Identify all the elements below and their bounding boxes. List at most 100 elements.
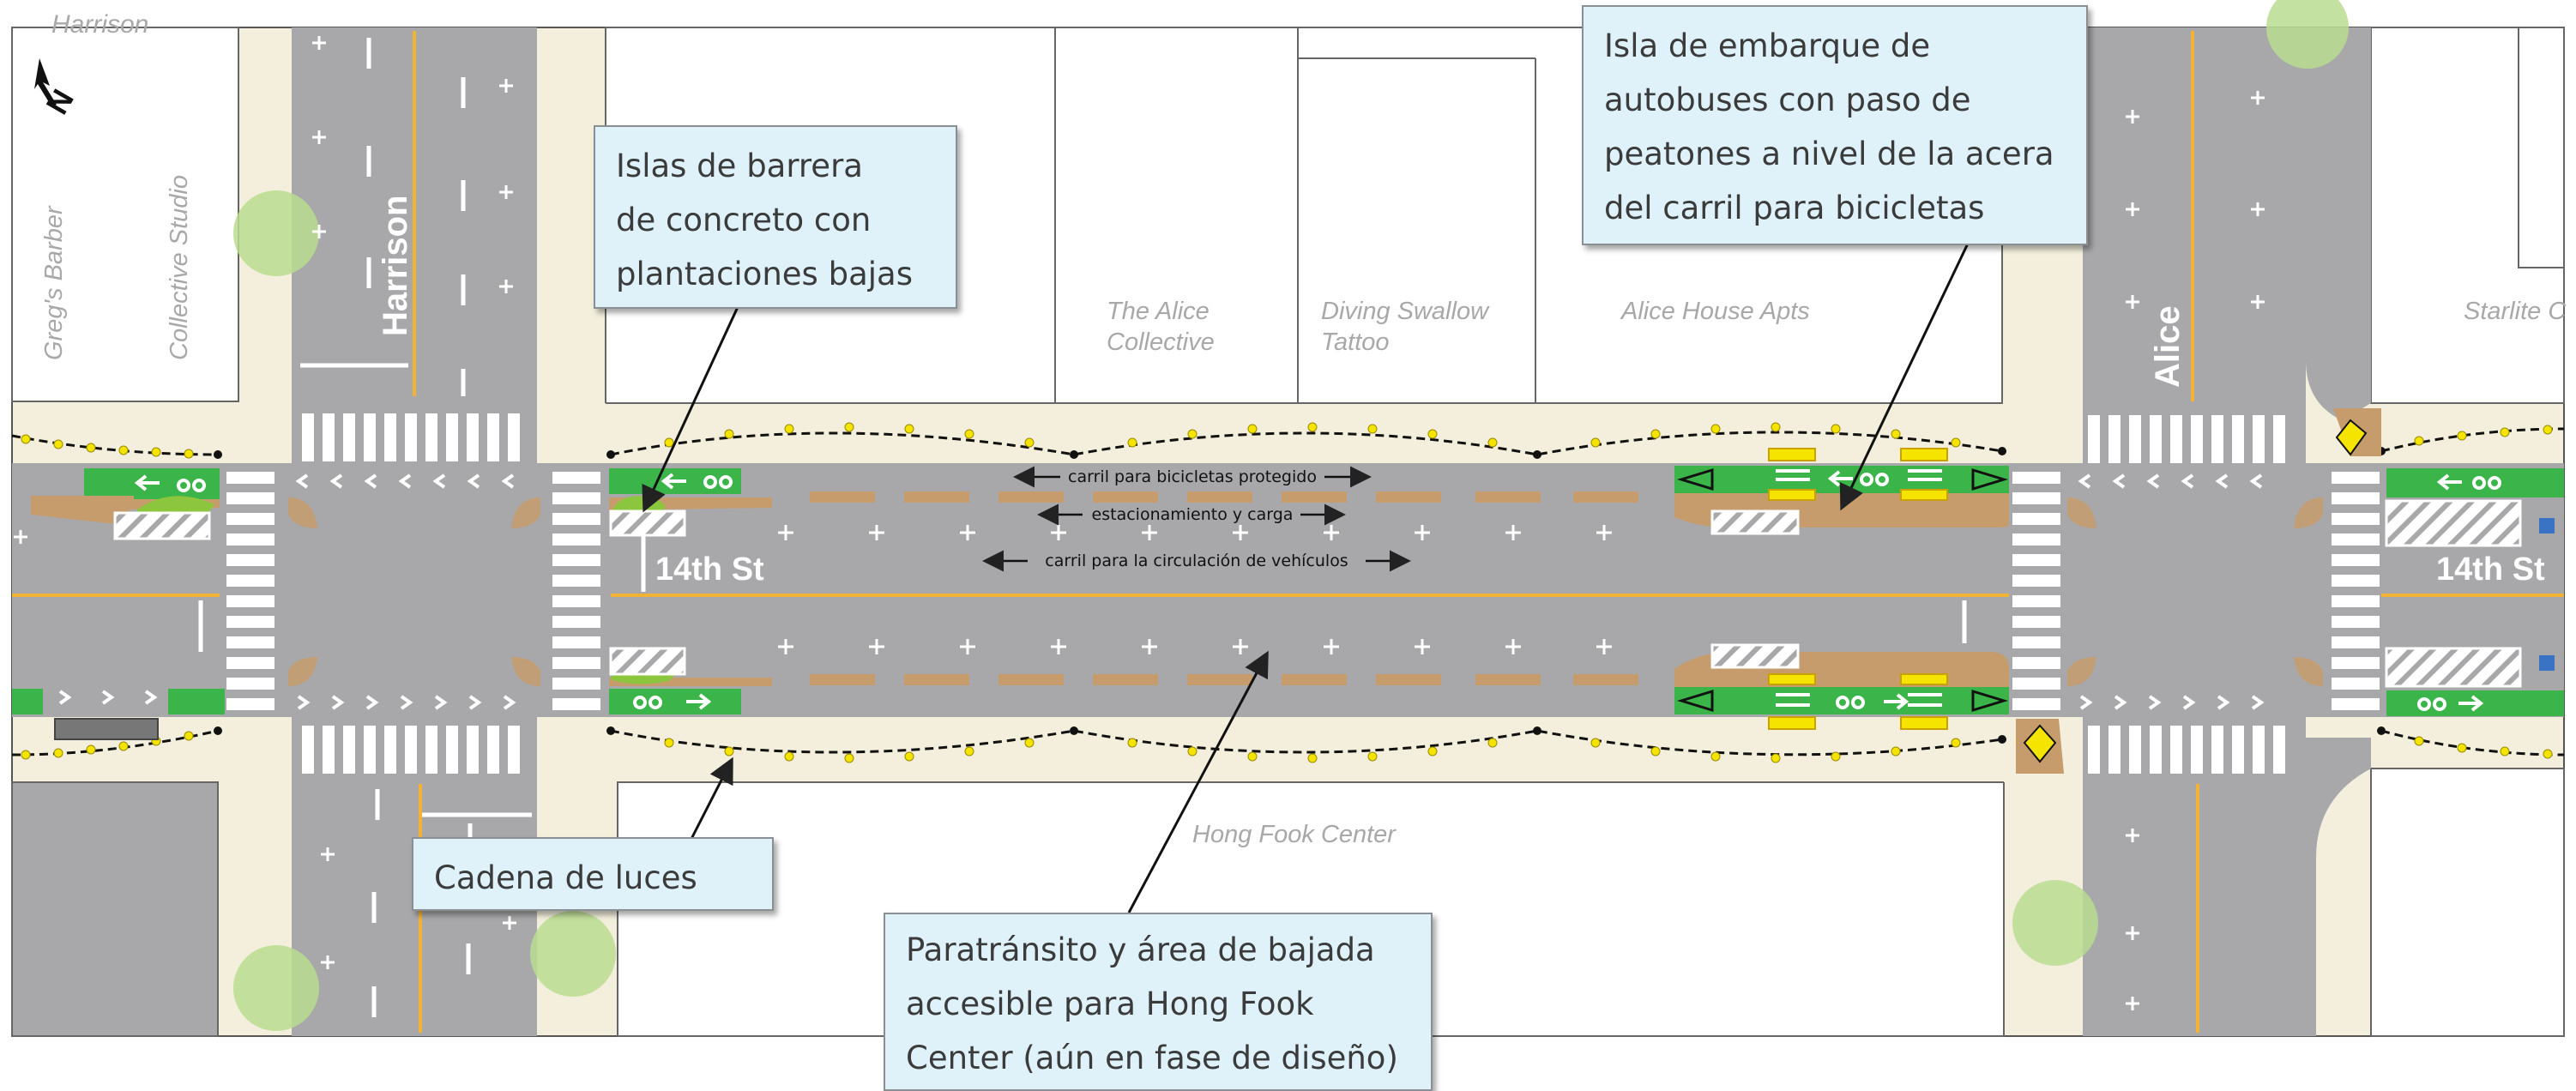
light-pole: [1070, 726, 1078, 735]
light-bulb: [21, 434, 31, 444]
light-pole: [1070, 450, 1078, 459]
callout-line: Isla de embarque de: [1604, 27, 1931, 64]
tree: [2012, 880, 2098, 966]
light-bulb: [724, 746, 734, 756]
light-bulb: [1127, 437, 1137, 448]
tree: [530, 911, 616, 997]
light-bulb: [1187, 746, 1198, 756]
light-bulb: [1710, 424, 1721, 434]
bike-chevron-icon: [2146, 473, 2160, 489]
light-bulb: [1710, 751, 1721, 762]
accessible-parking-icon: [2539, 655, 2555, 671]
light-bulb: [664, 437, 674, 448]
bike-chevron-icon: [331, 695, 345, 710]
callout-line: plantaciones bajas: [616, 256, 913, 292]
hatch-buffer: [609, 509, 686, 537]
yield-triangle: [1971, 467, 2009, 491]
bike-arrow-icon: [2436, 473, 2462, 491]
callout-line: Islas de barrera: [616, 148, 863, 184]
light-bulb: [1307, 422, 1318, 432]
bike-chevron-icon: [2078, 473, 2091, 489]
bike-chevron-icon: [467, 473, 480, 489]
light-bulb: [1771, 753, 1781, 763]
callout-light-chain: Cadena de luces: [412, 837, 774, 911]
light-bulb: [53, 439, 63, 449]
light-pole: [1998, 735, 2006, 744]
bike-arrow-icon: [2458, 695, 2484, 712]
callout-leader-paratransit: [1127, 650, 1269, 913]
callout-barrier-islands: Islas de barrera de concreto con plantac…: [594, 125, 957, 309]
light-bulb: [86, 443, 96, 453]
corner-wedge: [288, 497, 317, 528]
light-pole: [214, 726, 222, 735]
callout-line: Center (aún en fase de diseño): [906, 1040, 1398, 1076]
lane-label-vehicle: carril para la circulación de vehículos: [1045, 552, 1348, 570]
callout-line: autobuses con paso de: [1604, 81, 1971, 118]
bus-stop-marking: [1768, 716, 1816, 730]
building-label-alice-collective: The Alice: [1107, 298, 1210, 325]
bike-chevron-icon: [434, 695, 448, 710]
light-bulb: [2457, 743, 2467, 753]
light-bulb: [2414, 736, 2424, 746]
corner-wedge: [2067, 657, 2096, 686]
light-bulb: [118, 445, 129, 455]
hatch-buffer: [1710, 509, 1800, 535]
light-bulb: [1650, 746, 1661, 756]
bike-arrow-icon: [1827, 470, 1853, 487]
bus-stop-marking: [1768, 489, 1816, 501]
light-bulb: [2500, 427, 2510, 437]
building-label-diving-swallow: Diving Swallow: [1321, 298, 1490, 325]
bike-symbol-icon: [703, 475, 717, 489]
light-pole: [606, 726, 615, 735]
light-bulb: [2543, 425, 2553, 435]
street-label-harrison: Harrison: [377, 196, 414, 337]
bike-chevron-icon: [2182, 695, 2196, 710]
bike-chevron-icon: [2181, 473, 2194, 489]
light-bulb: [1487, 738, 1498, 748]
bike-chevron-icon: [297, 695, 311, 710]
light-bulb: [1247, 751, 1258, 762]
street-label-14th-left: 14th St: [655, 552, 764, 588]
curb-corner: [2004, 403, 2083, 463]
corner-wedge: [2294, 657, 2323, 686]
light-bulb: [844, 753, 854, 763]
bus-stop-marking: [1900, 448, 1948, 461]
bike-chevron-icon: [2251, 695, 2265, 710]
callout-line: accesible para Hong Fook: [906, 986, 1314, 1022]
light-bulb: [1831, 424, 1841, 434]
corner-wedge: [2294, 497, 2323, 528]
bike-symbol-icon: [1851, 696, 1865, 709]
hatch-buffer: [2385, 499, 2522, 547]
bike-chevron-icon: [2215, 473, 2229, 489]
bus-stop-sign-icon: [2335, 419, 2368, 456]
bike-symbol-icon: [1836, 696, 1849, 709]
bike-chevron-icon: [2217, 695, 2230, 710]
callout-line: de concreto con: [616, 202, 872, 238]
light-bulb: [2500, 746, 2510, 756]
bike-chevron-icon: [2112, 473, 2126, 489]
light-bulb: [1891, 429, 1901, 439]
light-bulb: [184, 449, 194, 459]
light-bulb: [664, 738, 674, 748]
lane-label-parking: estacionamiento y carga: [1092, 505, 1294, 524]
bike-chevron-icon: [468, 695, 482, 710]
curb-corner: [537, 717, 606, 782]
bike-chevron-icon: [364, 473, 377, 489]
light-bulb: [1024, 738, 1035, 748]
bike-chevron-icon: [329, 473, 343, 489]
building-label-collective-studio: Collective Studio: [166, 175, 193, 360]
light-pole: [1998, 447, 2006, 455]
yield-triangle: [1676, 689, 1714, 713]
light-pole: [214, 450, 222, 459]
light-bulb: [1427, 746, 1438, 756]
yield-triangle: [1676, 467, 1714, 491]
accessible-parking-icon: [2539, 518, 2555, 533]
bike-chevron-icon: [400, 695, 413, 710]
light-bulb: [2543, 749, 2553, 759]
bike-symbol-icon: [2472, 476, 2486, 490]
bike-symbol-icon: [633, 696, 647, 709]
tree: [233, 945, 319, 1031]
tree: [2266, 0, 2349, 69]
light-bulb: [184, 731, 194, 741]
callout-bus-island: Isla de embarque de autobuses con paso d…: [1582, 5, 2088, 245]
